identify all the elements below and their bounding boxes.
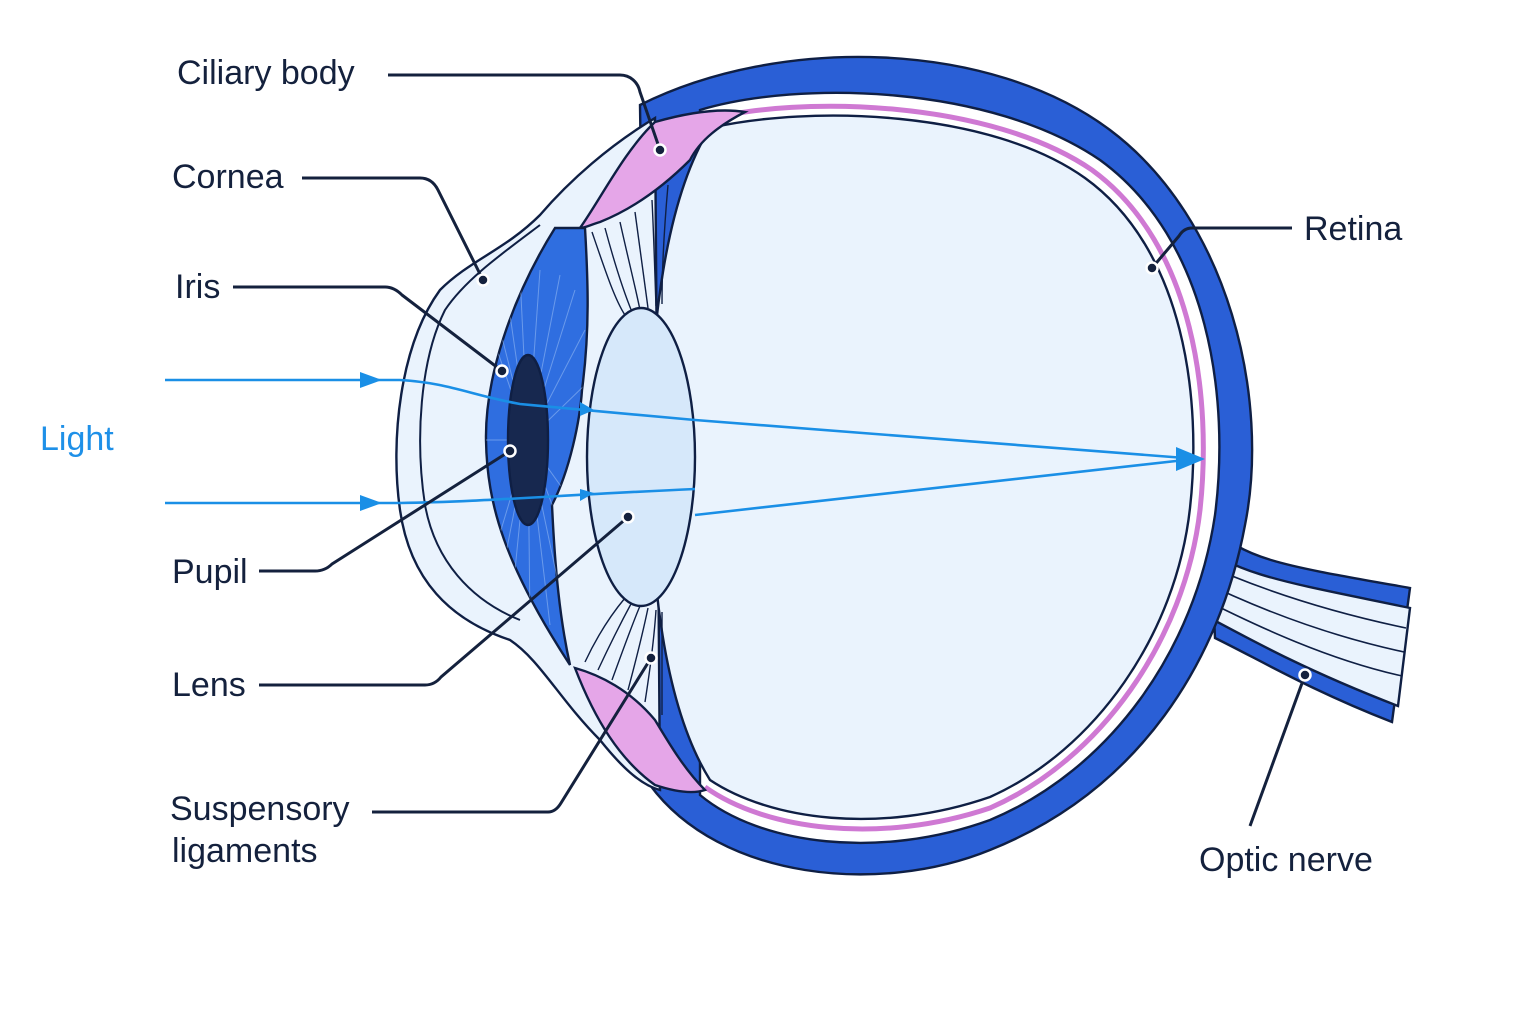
arrowhead [360, 495, 382, 511]
label-pupil: Pupil [172, 553, 248, 591]
leader-lens [259, 515, 629, 687]
lens [585, 306, 697, 608]
light-ray-bottom [165, 458, 1186, 517]
label-cornea: Cornea [172, 158, 284, 196]
arrowhead [580, 402, 594, 416]
leader-dot [1145, 261, 1159, 275]
suspensory-ligaments [584, 184, 669, 715]
leader-dot [476, 273, 490, 287]
label-lens: Lens [172, 666, 246, 704]
leader-dot [1298, 668, 1312, 682]
ciliary-body-bottom [573, 666, 708, 794]
leader-retina [1150, 226, 1292, 269]
light-rays [165, 372, 1205, 517]
light-ray-top [165, 378, 1186, 460]
leader-suspensory-ligaments [372, 657, 653, 814]
label-ciliary-body: Ciliary body [177, 54, 355, 92]
arrowhead [360, 372, 382, 388]
leader-dot [621, 510, 635, 524]
arrowhead [580, 489, 594, 501]
leader-iris [233, 285, 503, 373]
retina [703, 103, 1206, 832]
leader-ciliary-body [388, 73, 662, 151]
leader-optic-nerve [1248, 674, 1307, 827]
leader-cornea [302, 176, 485, 281]
label-suspensory: Suspensory [170, 790, 350, 828]
label-ligaments: ligaments [172, 832, 318, 870]
leader-lines [233, 73, 1312, 827]
leader-dot [495, 364, 509, 378]
leader-dot [503, 444, 517, 458]
labels: Ciliary body Cornea Iris Light Pupil Len… [40, 54, 1402, 879]
label-retina: Retina [1304, 210, 1402, 248]
arrowhead [1176, 447, 1205, 471]
label-optic-nerve: Optic nerve [1199, 841, 1373, 879]
label-light: Light [40, 420, 114, 458]
ciliary-body-top [577, 109, 749, 230]
label-iris: Iris [175, 268, 220, 306]
leader-pupil [259, 449, 511, 573]
pupil [506, 353, 550, 527]
leader-dot [644, 651, 658, 665]
leader-dot [653, 143, 667, 157]
